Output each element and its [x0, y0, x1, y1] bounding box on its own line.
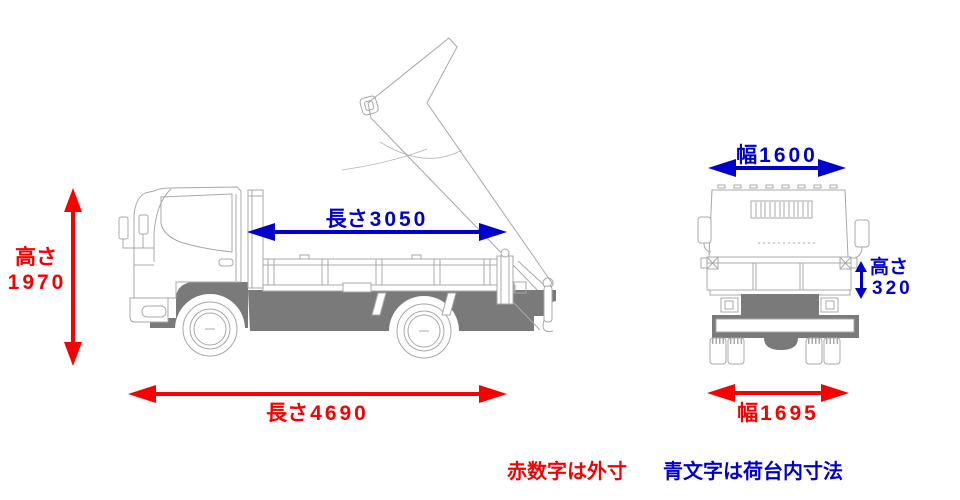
- rear-bed: [700, 256, 858, 305]
- side-cab: [118, 186, 242, 323]
- rear-chassis: [712, 294, 859, 350]
- bed-height-text: 高さ: [870, 257, 909, 278]
- overall-height-text: 高さ: [15, 246, 57, 269]
- bed-width-label: 幅1600: [708, 139, 846, 169]
- overall-width-arrow-icon: [707, 384, 849, 402]
- legend-outside-note: 赤数字は外寸: [507, 461, 627, 483]
- rear-hook-mechanism: [512, 260, 554, 332]
- front-wheel: [175, 294, 245, 364]
- rear-view-drawing: [697, 184, 870, 365]
- overall-length-text: 長さ: [266, 402, 309, 425]
- overall-height-label: 高さ 1970: [2, 245, 70, 295]
- overall-length-arrow-icon: [128, 385, 507, 403]
- bed-height-arrow-icon: [855, 261, 867, 299]
- arrow-shaft: [859, 269, 863, 291]
- bed-length-value: 3050: [369, 208, 429, 231]
- left-mirror: [697, 216, 712, 244]
- side-view-drawing: [118, 37, 556, 366]
- bed-width-text: 幅: [736, 144, 758, 167]
- bed-width-value: 1600: [759, 144, 818, 167]
- overall-width-label: 幅1695: [707, 397, 849, 427]
- rear-cab: [697, 184, 870, 260]
- right-mirror: [854, 219, 870, 248]
- overall-height-value: 1970: [7, 271, 67, 294]
- rear-wheel: [389, 296, 459, 366]
- bed-height-value: 320: [872, 278, 913, 299]
- overall-width-text: 幅: [737, 402, 759, 425]
- arrow-shaft: [71, 204, 75, 350]
- arrow-shaft: [724, 166, 830, 170]
- rear-bumper: [715, 318, 855, 333]
- bed-height-label: 高さ 320: [870, 257, 913, 299]
- bed-length-label: 長さ3050: [247, 203, 507, 233]
- overall-length-value: 4690: [310, 402, 369, 425]
- legend-inside-note: 青文字は荷台内寸法: [663, 461, 843, 483]
- bed-length-arrow-icon: [247, 223, 507, 241]
- overall-height-arrow-icon: [64, 188, 82, 366]
- rear-wheels: [709, 337, 841, 365]
- overall-length-label: 長さ4690: [128, 397, 507, 427]
- dump-arm: [341, 37, 553, 297]
- arrow-shaft: [144, 392, 491, 396]
- bed-length-text: 長さ: [325, 208, 368, 231]
- arrow-shaft: [723, 391, 833, 395]
- bed-width-arrow-icon: [708, 159, 846, 177]
- legend: 赤数字は外寸 青文字は荷台内寸法: [507, 455, 843, 484]
- overall-width-value: 1695: [760, 402, 819, 425]
- side-bed: [247, 189, 516, 316]
- arrow-shaft: [263, 230, 491, 234]
